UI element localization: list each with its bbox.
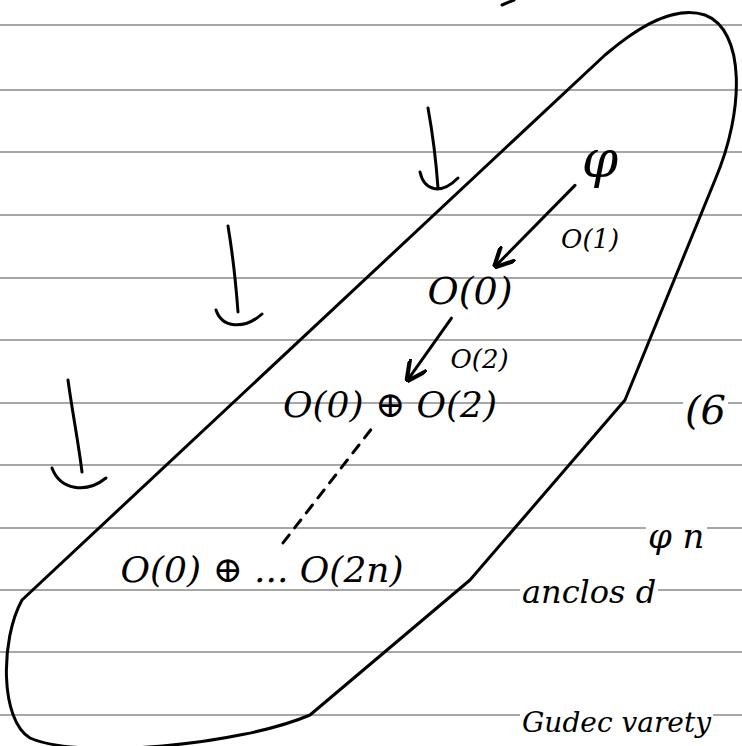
arrow-connector <box>408 318 452 380</box>
math-term: O(0) ⊕ O(2) <box>279 383 501 427</box>
handwritten-note: φ n <box>646 518 707 555</box>
math-term: O(0) ⊕ ... O(2n) <box>116 548 407 592</box>
math-term: φ <box>578 129 622 190</box>
handwritten-note: Gudec varety <box>520 708 713 739</box>
handwritten-note: (6 <box>683 388 728 432</box>
hook-arrows <box>52 0 514 488</box>
node-text: O(0) ⊕ O(2) <box>283 385 497 425</box>
node-text: O(0) ⊕ ... O(2n) <box>120 550 403 590</box>
node-text: φ <box>582 131 618 188</box>
math-term: O(0) <box>424 269 517 315</box>
arrow-connector <box>281 430 370 545</box>
edge-label: O(2) <box>449 345 511 374</box>
edge-label: O(1) <box>559 225 621 254</box>
node-text: O(0) <box>428 271 513 313</box>
ruling-lines <box>0 25 742 715</box>
enclosing-loop <box>6 12 736 746</box>
handwritten-note: anclos d <box>520 575 658 610</box>
